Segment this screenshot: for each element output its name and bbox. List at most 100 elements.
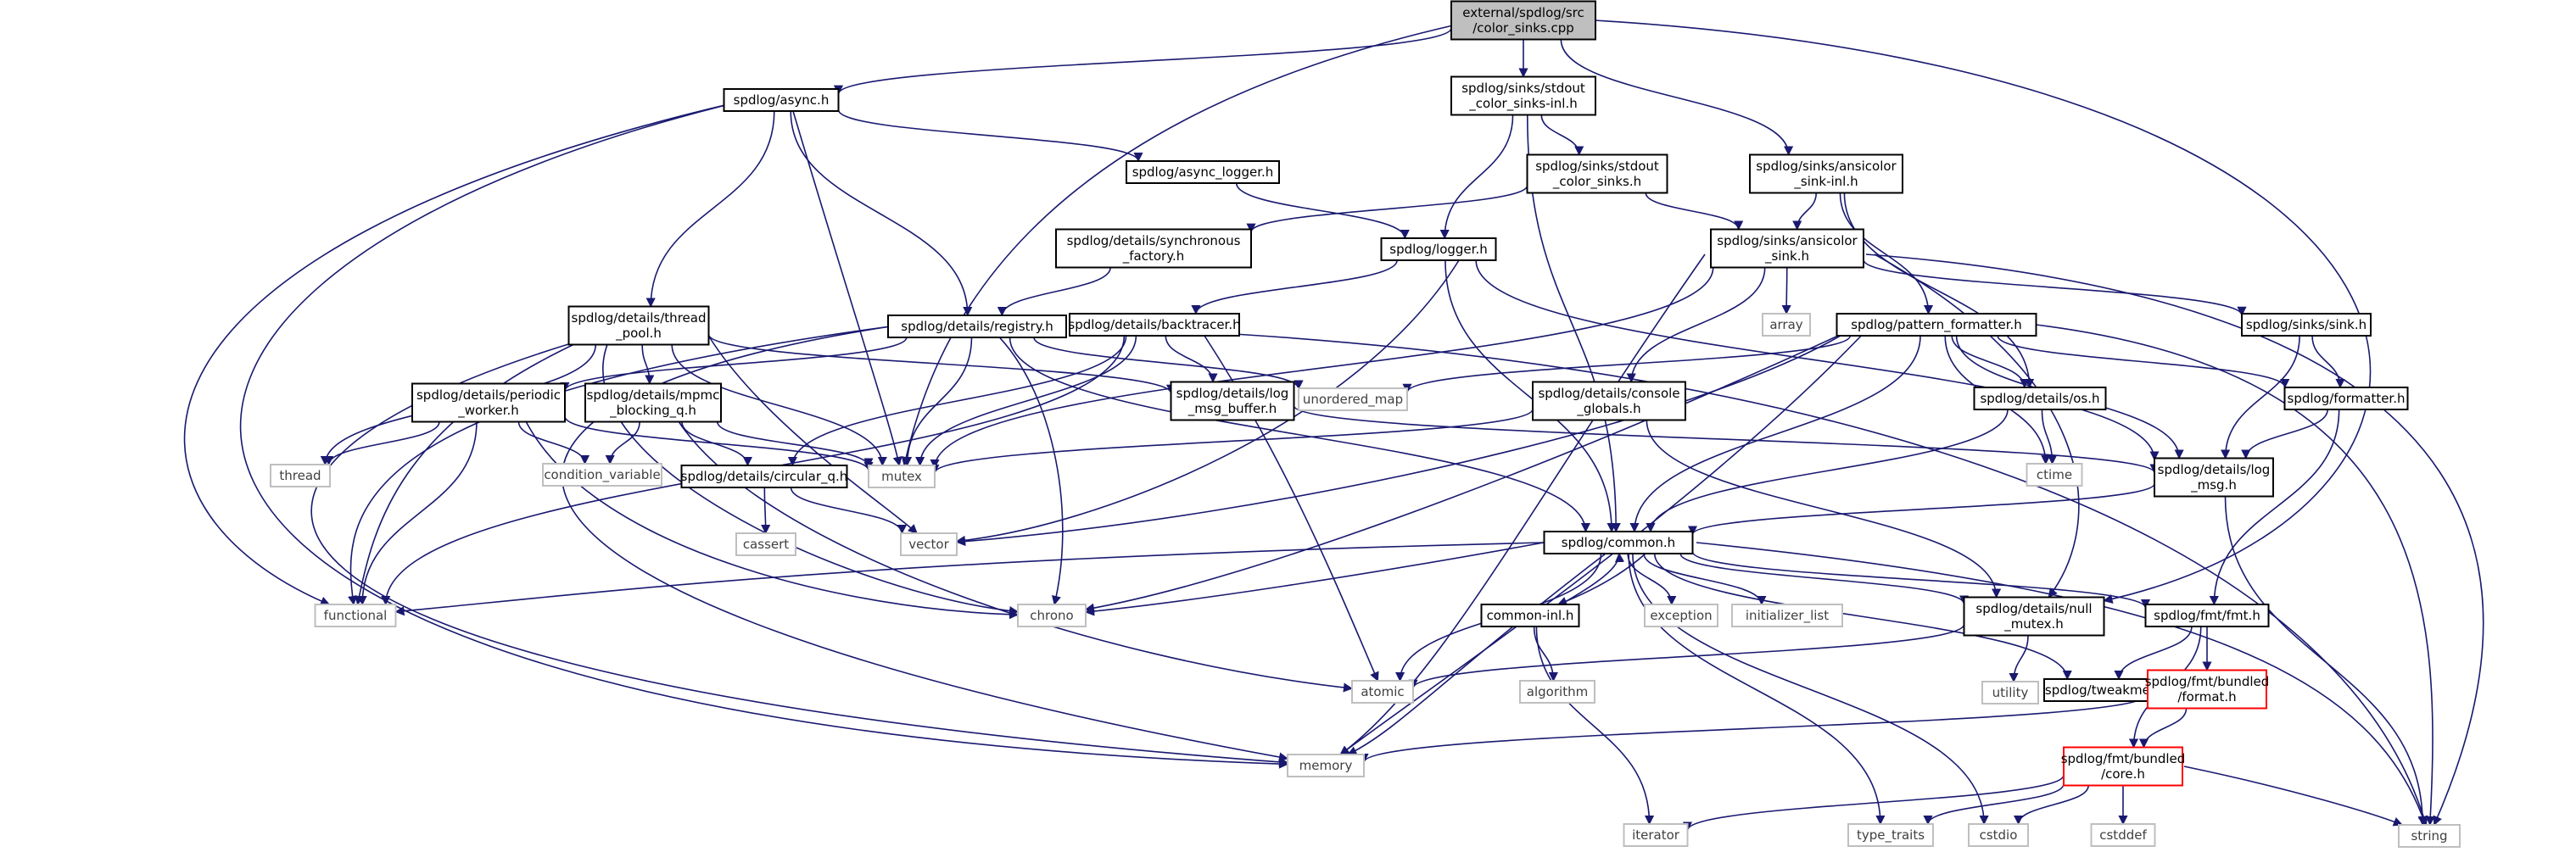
include-edge-periodic-to-functional <box>357 421 478 606</box>
include-edge-pattern-to-formatter <box>1997 335 2290 389</box>
node-null-mutex[interactable]: spdlog/details/null_mutex.h <box>1963 596 2105 637</box>
node-label: _msg_buffer.h <box>1187 401 1277 417</box>
node-thread-pool[interactable]: spdlog/details/thread_pool.h <box>567 305 710 346</box>
include-edge-logger-to-backtracer <box>1191 259 1398 315</box>
include-edge-sync_factory-to-registry <box>997 267 1111 317</box>
include-edge-fmt-to-tweakme <box>2114 626 2193 681</box>
node-label: spdlog/async_logger.h <box>1132 164 1274 181</box>
include-edge-stdout_inl-to-stdout_h <box>1540 114 1584 156</box>
include-edge-thread_pool-to-functional <box>355 338 586 606</box>
node-initializer-list: initializer_list <box>1731 604 1843 627</box>
node-label: type_traits <box>1857 827 1925 844</box>
node-logger[interactable]: spdlog/logger.h <box>1380 237 1497 261</box>
node-thread: thread <box>270 464 331 487</box>
node-label: spdlog/sinks/sink.h <box>2246 317 2366 332</box>
include-edge-common-to-functional <box>394 542 1545 616</box>
include-edge-formatter-to-fmt <box>2209 409 2340 606</box>
node-backtracer[interactable]: spdlog/details/backtracer.h <box>1068 313 1241 337</box>
node-log-msg[interactable]: spdlog/details/log_msg.h <box>2154 457 2274 498</box>
node-type-traits: type_traits <box>1847 823 1934 847</box>
node-os[interactable]: spdlog/details/os.h <box>1973 387 2107 410</box>
include-edge-registry-to-unordered_map <box>1033 337 1304 390</box>
node-chrono: chrono <box>1017 604 1087 627</box>
node-label: spdlog/details/mpmc <box>587 387 720 403</box>
include-edge-registry-to-common <box>1009 337 1591 533</box>
node-iterator: iterator <box>1623 823 1689 847</box>
node-label: _color_sinks-inl.h <box>1468 96 1577 112</box>
node-label: spdlog/async.h <box>734 92 830 108</box>
include-edge-pattern-to-string <box>2035 324 2435 827</box>
node-async[interactable]: spdlog/async.h <box>723 88 840 112</box>
include-edge-registry-to-memory <box>561 326 1289 762</box>
node-async-logger[interactable]: spdlog/async_logger.h <box>1126 160 1280 184</box>
node-bundled-format[interactable]: spdlog/fmt/bundled/format.h <box>2145 669 2270 710</box>
node-label: _color_sinks.h <box>1552 174 1641 190</box>
node-periodic[interactable]: spdlog/details/periodic_worker.h <box>411 382 566 423</box>
node-label: /color_sinks.cpp <box>1472 20 1574 36</box>
include-edge-ansi_inl-to-ansi_h <box>1792 192 1818 231</box>
node-ansi-inl[interactable]: spdlog/sinks/ansicolor_sink-inl.h <box>1749 153 1903 194</box>
include-edge-async_logger-to-logger <box>1235 182 1410 240</box>
include-edge-sink_h-to-formatter <box>2311 335 2345 389</box>
node-label: utility <box>1992 685 2029 700</box>
node-common[interactable]: spdlog/common.h <box>1543 531 1694 554</box>
include-edge-root-to-async <box>834 27 1452 95</box>
node-algorithm: algorithm <box>1519 680 1595 704</box>
node-label: spdlog/details/thread <box>572 310 707 326</box>
include-edge-common-to-exception <box>1627 553 1677 606</box>
node-tweakme[interactable]: spdlog/tweakme.h <box>2043 678 2164 702</box>
node-mpmc[interactable]: spdlog/details/mpmc_blocking_q.h <box>584 382 722 423</box>
include-edge-registry-to-mutex <box>902 337 973 467</box>
include-edge-common_inl-to-common <box>1560 552 1625 605</box>
include-edge-logger-to-common <box>1444 259 1617 533</box>
node-unordered-map: unordered_map <box>1298 387 1408 411</box>
node-label: _msg.h <box>2190 477 2237 493</box>
node-label: algorithm <box>1527 684 1588 699</box>
node-pattern[interactable]: spdlog/pattern_formatter.h <box>1836 313 2037 337</box>
node-label: spdlog/sinks/stdout <box>1461 81 1585 96</box>
include-edge-os-to-ctime <box>2041 409 2058 465</box>
include-edge-ansi_inl-to-os <box>1843 192 2035 389</box>
node-registry[interactable]: spdlog/details/registry.h <box>887 315 1067 338</box>
node-sink-h[interactable]: spdlog/sinks/sink.h <box>2241 313 2372 337</box>
node-console-globals[interactable]: spdlog/details/console_globals.h <box>1532 381 1686 421</box>
node-fmt[interactable]: spdlog/fmt/fmt.h <box>2144 604 2270 627</box>
node-common-inl[interactable]: common-inl.h <box>1480 604 1580 627</box>
node-label: _sink.h <box>1764 248 1809 265</box>
include-edge-async-to-memory <box>239 99 1289 769</box>
include-edge-thread_pool-to-mutex <box>671 344 887 467</box>
include-edge-ansi_h-to-mutex <box>930 267 1714 470</box>
node-formatter[interactable]: spdlog/formatter.h <box>2283 387 2409 410</box>
node-mutex: mutex <box>868 465 936 488</box>
node-stdout-h[interactable]: spdlog/sinks/stdout_color_sinks.h <box>1526 153 1668 194</box>
include-edge-bundled_format-to-bundled_core <box>2138 708 2188 749</box>
include-edge-common-to-initializer_list <box>1643 553 1767 606</box>
include-edge-root-to-null_mutex <box>1594 19 2372 604</box>
node-root[interactable]: external/spdlog/src/color_sinks.cpp <box>1450 0 1596 41</box>
include-edge-periodic-to-condvar <box>517 421 590 465</box>
include-edge-common-to-type_traits <box>1628 553 1886 826</box>
node-bundled-core[interactable]: spdlog/fmt/bundled/core.h <box>2061 746 2186 787</box>
include-edge-async-to-registry <box>790 110 973 317</box>
node-stdout-inl[interactable]: spdlog/sinks/stdout_color_sinks-inl.h <box>1450 75 1596 116</box>
node-log-msg-buffer[interactable]: spdlog/details/log_msg_buffer.h <box>1170 381 1295 421</box>
node-label: cstdio <box>1980 827 2018 843</box>
include-edge-root-to-ansi_inl <box>1560 39 1794 156</box>
node-label: /core.h <box>2101 766 2145 782</box>
include-edge-thread_pool-to-vector <box>708 336 918 534</box>
include-edge-console_globals-to-null_mutex <box>1646 420 2002 599</box>
node-ansi-h[interactable]: spdlog/sinks/ansicolor_sink.h <box>1710 228 1864 269</box>
node-label: string <box>2411 828 2447 844</box>
node-label: chrono <box>1030 608 1073 623</box>
include-edge-async-to-async_logger <box>837 109 1143 163</box>
node-label: spdlog/sinks/stdout <box>1535 159 1659 174</box>
node-label: cstddef <box>2099 827 2147 843</box>
node-label: spdlog/sinks/ansicolor <box>1717 233 1858 248</box>
include-edge-ansi_h-to-console_globals <box>1626 267 1766 383</box>
node-circular[interactable]: spdlog/details/circular_q.h <box>680 465 848 488</box>
node-label: _globals.h <box>1576 401 1640 417</box>
node-label: spdlog/fmt/fmt.h <box>2154 608 2260 623</box>
node-label: spdlog/details/synchronous <box>1067 233 1241 248</box>
node-sync-factory[interactable]: spdlog/details/synchronous_factory.h <box>1055 228 1252 269</box>
